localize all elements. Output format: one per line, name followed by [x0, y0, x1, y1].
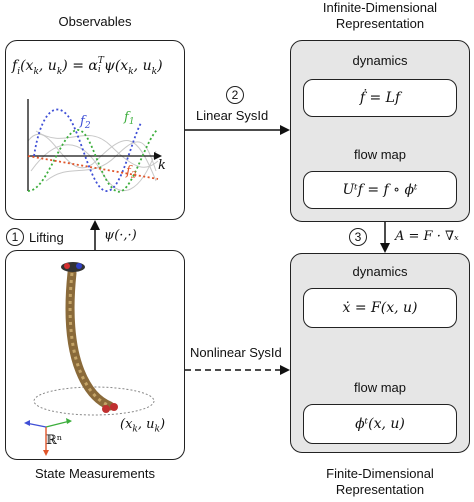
point-label: (xk, uk) [120, 417, 165, 435]
plot-x-arrowhead [154, 152, 162, 160]
frame-y-arrow [43, 450, 49, 456]
eq-args-sub: k [33, 66, 39, 77]
frame-z-arrow [24, 420, 30, 426]
eq-rhs-sub: k [128, 66, 134, 77]
point-end: ) [159, 417, 166, 432]
finite-dynamics-eq: ẋ = F(x, u) [303, 288, 457, 328]
step3-equation: A = F · ∇ₓ [395, 229, 459, 244]
robot-mount-red [64, 263, 70, 269]
point-x-sub: k [132, 424, 138, 435]
eq-mid: ) = α [62, 58, 98, 74]
robot-illustration [24, 262, 155, 456]
point-u: , u [137, 417, 155, 432]
eq-lhs: f [12, 58, 18, 74]
step2-label: Linear SysId [196, 108, 269, 123]
eq-lhs-sub: i [17, 66, 21, 77]
background-curves [27, 130, 159, 192]
label-f2: f2 [79, 114, 91, 131]
finite-title: Finite-Dimensional Representation [290, 466, 470, 498]
step3-number-wrap: 3 [349, 228, 367, 246]
point-x: (x [120, 417, 133, 432]
label-f3: f3 [125, 164, 137, 181]
state-title: State Measurements [35, 466, 155, 481]
robot-mount-blue [76, 263, 82, 269]
space-label: ℝⁿ [46, 433, 63, 448]
lifting-map-label: ψ(·,·) [104, 228, 137, 243]
infinite-dynamics-eq: ḟ = Lf [303, 79, 457, 117]
infinite-flowmap-eq: Uᵗf = f ∘ ϕᵗ [303, 171, 457, 209]
state-box: ℝⁿ (xk, uk) [5, 250, 185, 460]
step2-number-wrap: 2 [226, 86, 244, 104]
eq-args2: , u [38, 58, 57, 74]
finite-flowmap-label: flow map [353, 380, 407, 395]
step3-head [380, 243, 390, 253]
eq-rhs: ψ(x [103, 58, 129, 74]
label-f1: f1 [123, 110, 135, 127]
workspace-ellipse [33, 386, 155, 416]
nonlinear-sysid-head [280, 365, 290, 375]
bg-curve-2 [30, 144, 157, 192]
step1-label: 1 Lifting [6, 228, 64, 246]
bg-curve-1 [27, 133, 157, 182]
lifting-arrow-head [90, 220, 100, 230]
eq-args2-sub: k [56, 66, 63, 77]
robot-tip-2 [110, 403, 118, 411]
observables-title: Observables [58, 14, 132, 29]
infinite-dynamics-label: dynamics [352, 53, 408, 68]
infinite-title-line2: Representation [335, 16, 425, 31]
finite-title-line1: Finite-Dimensional [326, 466, 434, 481]
step1-number: 1 [6, 228, 24, 246]
observables-plot: f2 f1 f3 k [27, 99, 166, 193]
finite-title-line2: Representation [335, 482, 425, 497]
infinite-box: dynamics ḟ = Lf flow map Uᵗf = f ∘ ϕᵗ [290, 40, 470, 222]
step1-text: Lifting [29, 229, 64, 245]
step3-number: 3 [349, 228, 367, 246]
curve-f2 [33, 108, 142, 192]
eq-end: ) [157, 58, 163, 74]
robot-body-highlight [68, 272, 111, 408]
eq-rhs2-sub: k [151, 66, 158, 77]
infinite-flowmap-label: flow map [353, 147, 407, 162]
finite-box: dynamics ẋ = F(x, u) flow map ϕᵗ(x, u) [290, 253, 470, 453]
linear-sysid-head [280, 125, 290, 135]
step2-number: 2 [226, 86, 244, 104]
eq-mid-sup: T [97, 56, 104, 66]
infinite-title: Infinite-Dimensional Representation [290, 0, 470, 32]
frame-x-axis [45, 420, 71, 428]
frame-x-arrow [66, 418, 72, 424]
infinite-title-line1: Infinite-Dimensional [322, 0, 438, 15]
finite-flowmap-eq: ϕᵗ(x, u) [303, 404, 457, 444]
finite-dynamics-label: dynamics [352, 264, 408, 279]
eq-rhs2: , u [133, 58, 152, 74]
point-u-sub: k [154, 424, 160, 435]
bg-curve-3 [35, 130, 159, 168]
nonlinear-sysid-label: Nonlinear SysId [190, 345, 282, 360]
label-k: k [158, 158, 166, 173]
robot-tip-1 [102, 405, 110, 413]
eq-mid-sub: i [97, 65, 101, 75]
eq-args: (x [20, 58, 34, 74]
